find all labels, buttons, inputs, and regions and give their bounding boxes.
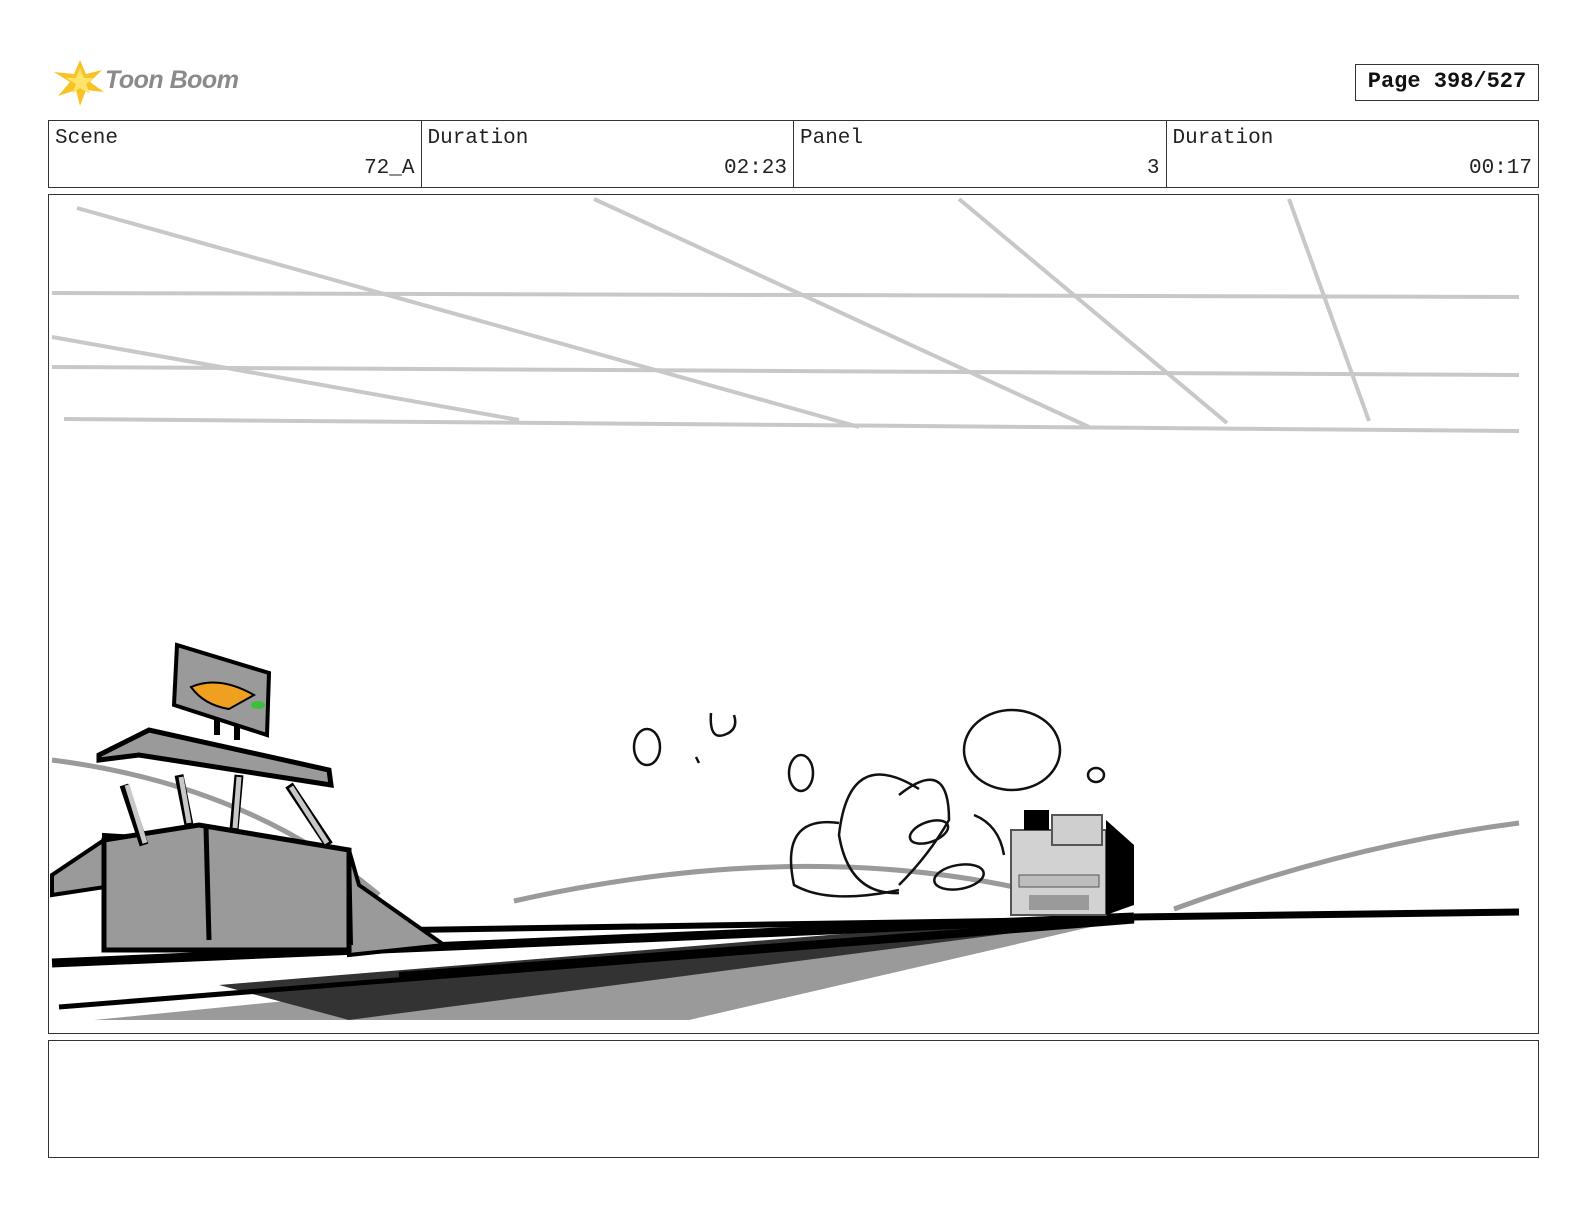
scene-cell: Scene 72_A [49, 121, 422, 187]
scene-duration-cell: Duration 02:23 [422, 121, 794, 187]
info-table: Scene 72_A Duration 02:23 Panel 3 Durati… [48, 120, 1539, 188]
panel-duration-cell: Duration 00:17 [1167, 121, 1539, 187]
panel-value: 3 [1146, 157, 1160, 180]
scene-label: Scene [55, 127, 119, 150]
starburst-icon [54, 60, 104, 106]
scene-value: 72_A [364, 157, 415, 180]
toon-boom-logo: Toon Boom [50, 56, 250, 108]
page-indicator: Page 398/527 [1355, 64, 1539, 101]
dust-clouds [632, 708, 1106, 898]
panel-label: Panel [800, 127, 864, 150]
notes-box [48, 1040, 1539, 1158]
scene-duration-value: 02:23 [723, 157, 787, 180]
panel-cell: Panel 3 [794, 121, 1167, 187]
storyboard-panel [48, 194, 1539, 1034]
panel-duration-value: 00:17 [1468, 157, 1532, 180]
carrot-sign-structure [50, 642, 450, 958]
carrot-icon [189, 681, 257, 711]
panel-duration-label: Duration [1172, 127, 1274, 150]
storyboard-sketch [50, 197, 1520, 1020]
scene-duration-label: Duration [427, 127, 529, 150]
logo-text: Toon Boom [105, 66, 239, 94]
road [51, 908, 1520, 1020]
train-engine [1010, 810, 1134, 916]
ceiling-grid [51, 197, 1520, 433]
